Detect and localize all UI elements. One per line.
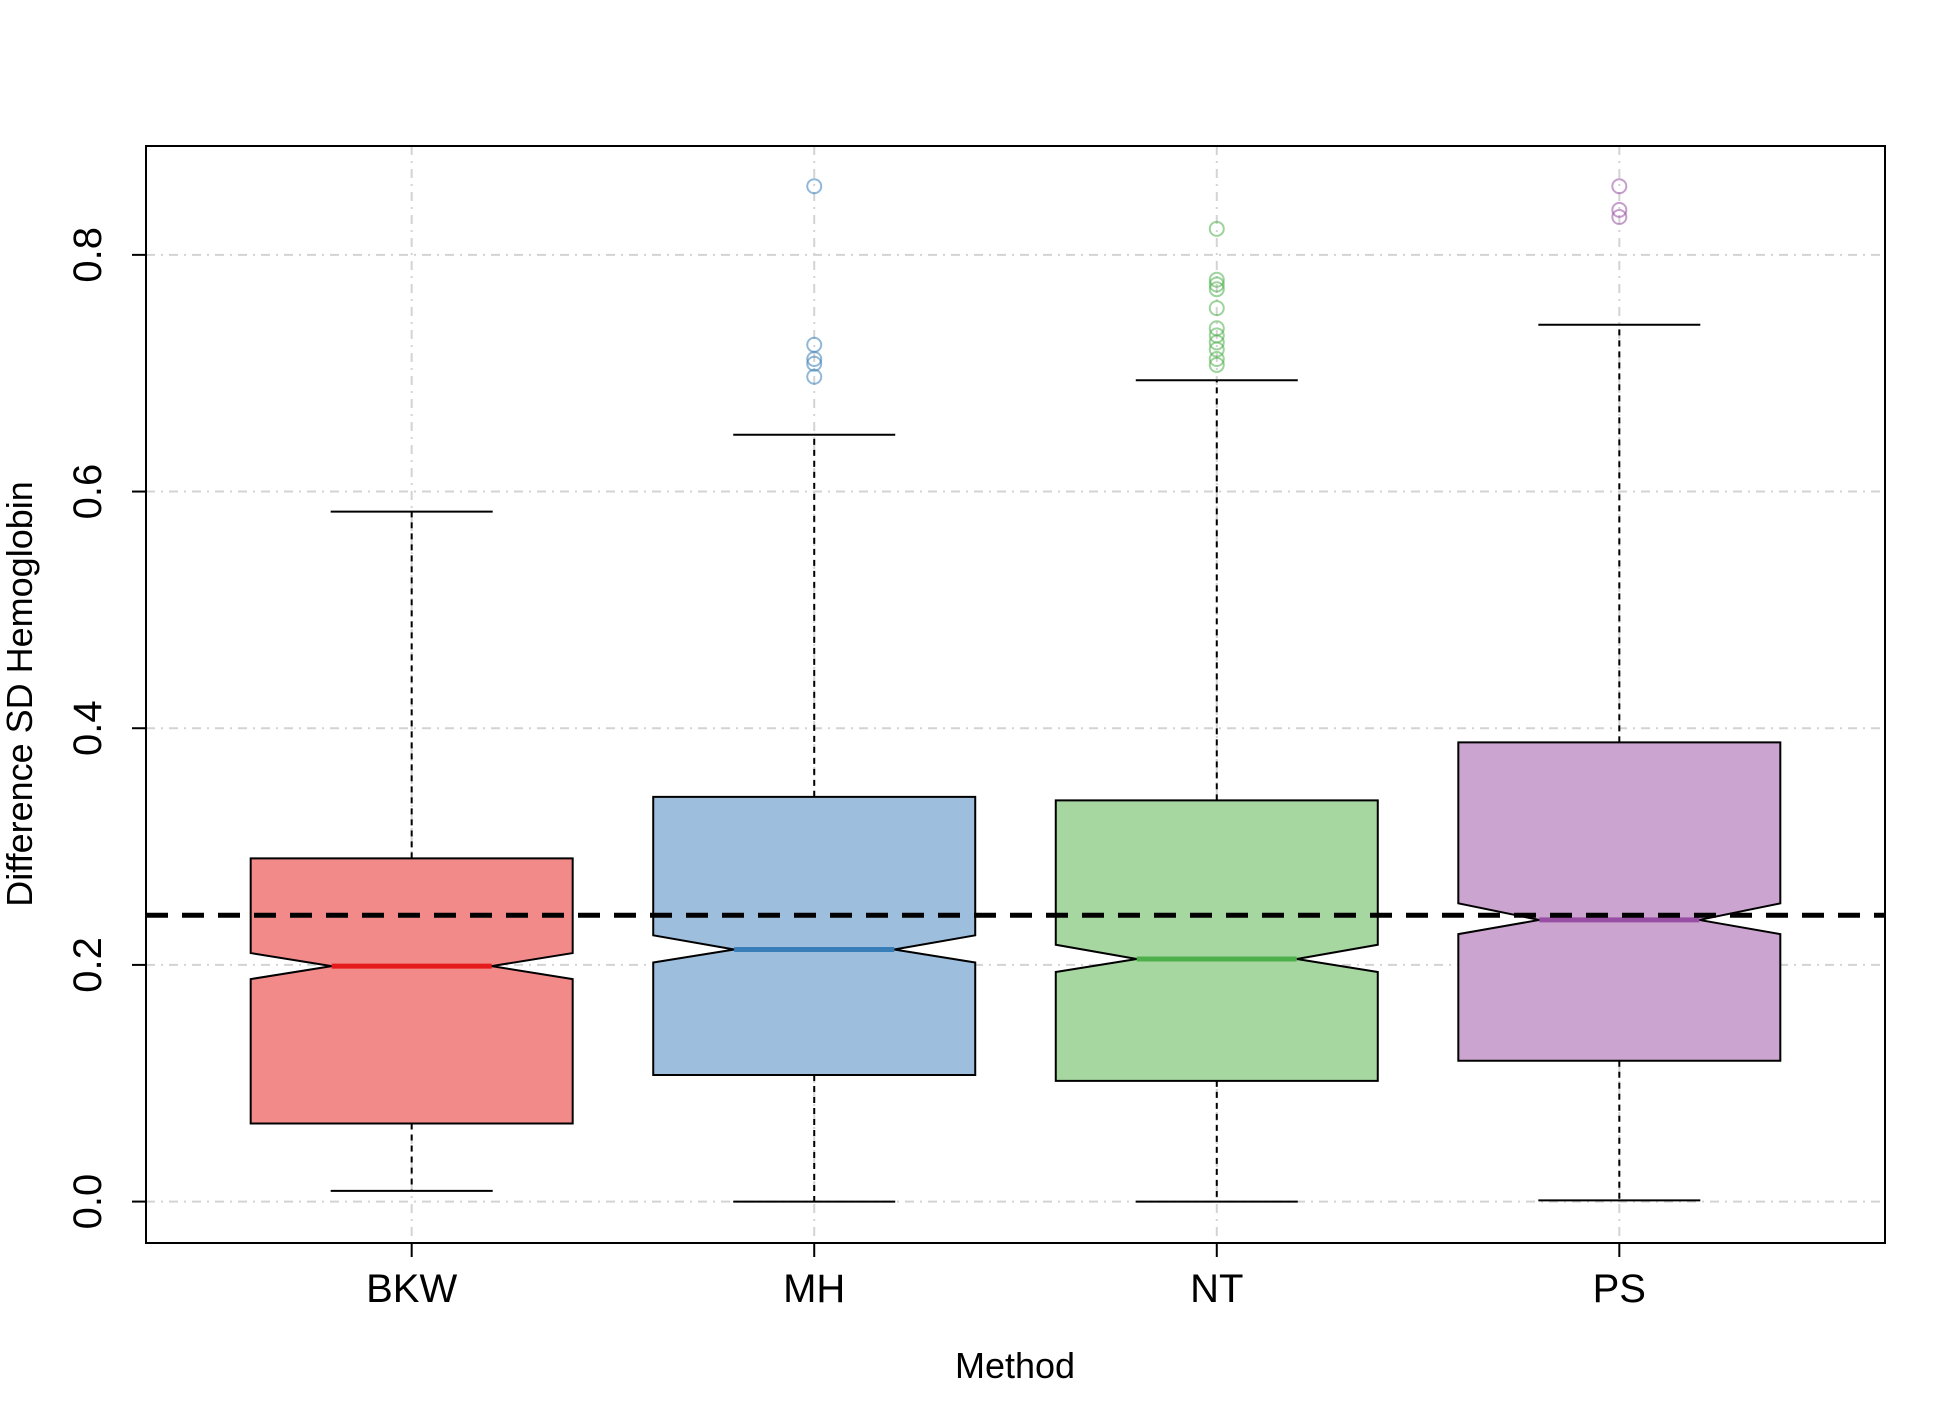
box-group: [249, 178, 1782, 1203]
y-tick-label: 0.0: [66, 1174, 110, 1230]
outlier-point: [1208, 220, 1225, 237]
outlier-point: [1208, 320, 1225, 337]
x-tick-label-mh: MH: [783, 1267, 845, 1311]
outlier-point: [1208, 281, 1225, 298]
x-tick-label-nt: NT: [1190, 1267, 1243, 1311]
y-axis: 0.0 0.2 0.4 0.6 0.8: [66, 227, 147, 1230]
box-body: [249, 857, 574, 1125]
x-tick-label-bkw: BKW: [366, 1267, 457, 1311]
y-tick-label: 0.2: [66, 937, 110, 993]
outlier-point: [1611, 201, 1628, 218]
box-body: [652, 795, 977, 1076]
outlier-point: [1208, 356, 1225, 373]
outlier-point: [806, 178, 823, 195]
box-ps: [1457, 178, 1782, 1202]
x-axis: BKW MH NT PS: [366, 1242, 1646, 1311]
x-tick-label-ps: PS: [1593, 1267, 1646, 1311]
box-bkw: [249, 510, 574, 1192]
y-tick-label: 0.6: [66, 464, 110, 520]
outlier-point: [1208, 351, 1225, 368]
box-mh: [652, 178, 977, 1203]
y-tick-label: 0.4: [66, 700, 110, 756]
box-nt: [1054, 220, 1379, 1203]
x-axis-title: Method: [955, 1345, 1075, 1386]
box-body: [1457, 741, 1782, 1062]
outlier-point: [1208, 271, 1225, 288]
outlier-point: [1208, 276, 1225, 293]
outlier-point: [806, 355, 823, 372]
y-axis-title: Difference SD Hemoglobin: [0, 481, 40, 907]
outlier-point: [1611, 209, 1628, 226]
outlier-point: [806, 336, 823, 353]
y-tick-label: 0.8: [66, 227, 110, 283]
outlier-point: [1208, 300, 1225, 317]
outlier-point: [1611, 178, 1628, 195]
outlier-point: [1208, 327, 1225, 344]
box-body: [1054, 799, 1379, 1082]
